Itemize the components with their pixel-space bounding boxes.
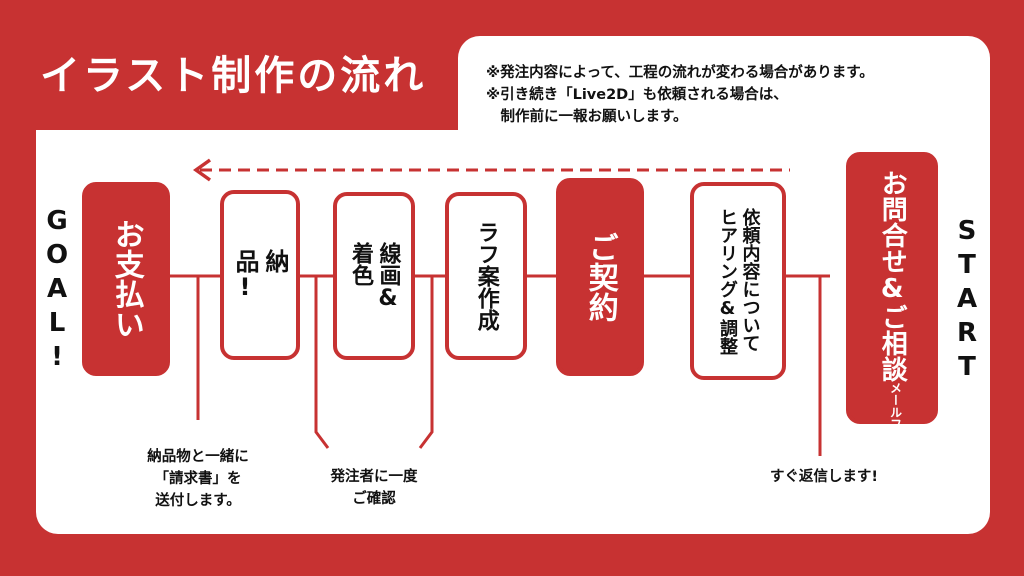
step-delivery: 納 品! — [220, 190, 300, 360]
step-contract: ご契約 — [556, 178, 644, 376]
inquiry-subtext: メールフォームで — [888, 382, 903, 478]
reply-note: すぐ返信します! — [769, 469, 879, 485]
step-payment: お支払い — [82, 182, 170, 376]
page-title: イラスト制作の流れ — [40, 53, 427, 99]
confirmation-note: 発注者に一度 ご確認 — [330, 469, 418, 507]
return-arrow-head — [192, 158, 212, 182]
start-label: START — [952, 216, 982, 386]
header-notes: ※発注内容によって、工程の流れが変わる場合があります。 ※引き続き「Live2D… — [486, 65, 874, 125]
invoice-note: 納品物と一緒に 「請求書」を 送付します。 — [147, 449, 249, 509]
step-hearing-adjustment: 依頼内容について ヒアリング&調整 — [690, 182, 786, 380]
step-lineart-coloring: 線画& 着色 — [333, 192, 415, 360]
step-inquiry: お問合せ&ご相談 メールフォームで — [846, 152, 938, 478]
goal-label: GOAL! — [42, 206, 72, 376]
step-rough-draft: ラフ案作成 — [445, 192, 527, 360]
